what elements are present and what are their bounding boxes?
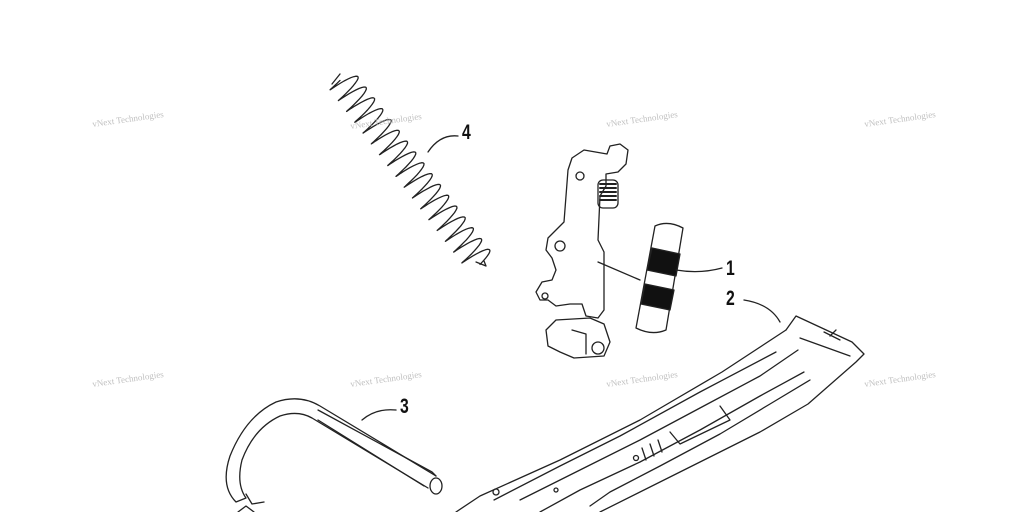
ski-part [455,299,865,512]
callout-2[interactable]: 2 [726,287,735,310]
callout-4[interactable]: 4 [462,121,471,144]
leader-line-3 [361,409,397,421]
spindle-bracket-part [535,143,641,359]
bushing-part [635,222,684,334]
spring-part [329,73,491,267]
ski-loop-part [225,398,443,512]
callout-3[interactable]: 3 [400,395,409,418]
leader-line-4 [427,135,459,153]
callout-1[interactable]: 1 [726,257,735,280]
leader-line-1 [675,267,723,273]
